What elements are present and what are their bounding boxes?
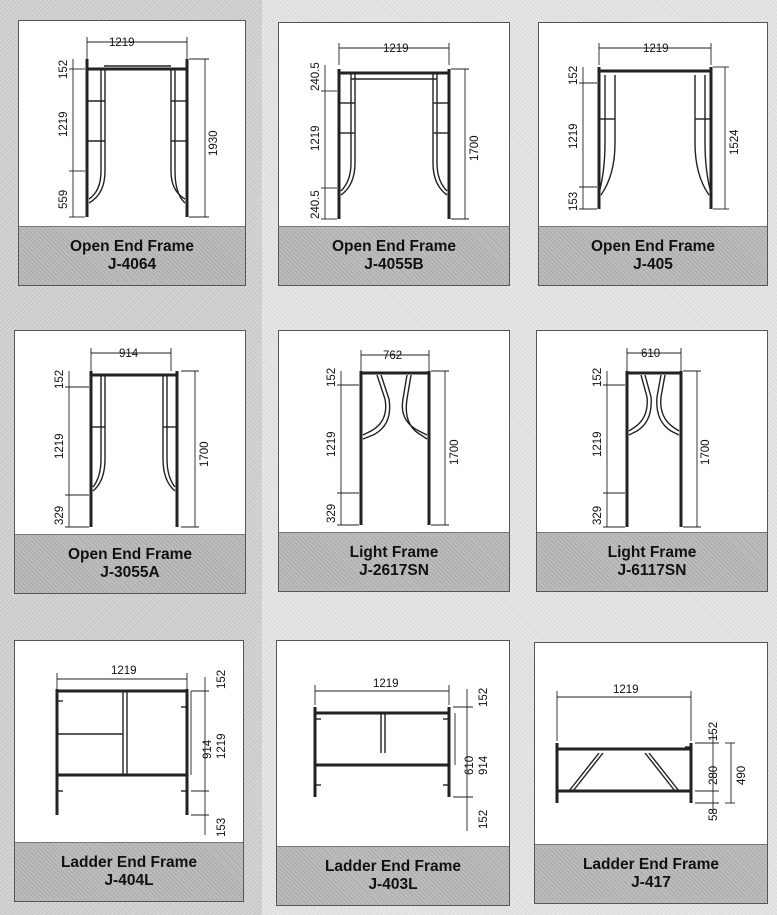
dim-width: 1219 xyxy=(383,43,409,55)
frame-name: Open End Frame xyxy=(69,238,195,255)
dim-bottom: 240.5 xyxy=(310,190,322,219)
frame-card-j-4064: 1219 152 1219 559 1930 Open End Frame J-… xyxy=(18,20,246,286)
dim-top: 152 xyxy=(568,66,580,85)
dim-bottom: 559 xyxy=(58,190,70,209)
frame-card-j-4055b: 1219 240.5 1219 240.5 1700 Open End Fram… xyxy=(278,22,510,286)
frame-drawing: 1219 152 1219 153 1524 xyxy=(568,43,741,211)
frame-drawing: 762 152 1219 329 1700 xyxy=(326,350,461,526)
frame-card-j-2617sn: 762 152 1219 329 1700 Light Frame J-2617… xyxy=(278,330,510,592)
dim-height: 1700 xyxy=(469,135,481,161)
dim-width: 1219 xyxy=(643,43,669,55)
frame-caption: Open End Frame J-4064 xyxy=(19,226,245,285)
dim-top: 152 xyxy=(592,368,604,387)
frame-name: Light Frame xyxy=(349,544,439,561)
frame-name: Ladder End Frame xyxy=(582,856,720,873)
dim-bottom: 329 xyxy=(326,504,338,523)
dim-middle: 1219 xyxy=(326,431,338,457)
dim-top: 152 xyxy=(478,688,490,707)
dim-height: 914 xyxy=(478,755,490,775)
dim-bottom: 153 xyxy=(568,192,580,211)
dim-width: 610 xyxy=(641,348,660,360)
frame-caption: Open End Frame J-405 xyxy=(539,226,767,285)
frame-card-j-405: 1219 152 1219 153 1524 Open End Frame J-… xyxy=(538,22,768,286)
dim-height: 1930 xyxy=(208,130,220,156)
frame-name: Light Frame xyxy=(607,544,697,561)
frame-card-j-404l: 1219 152 914 1219 153 Ladder End Frame J… xyxy=(14,640,244,902)
frame-caption: Ladder End Frame J-404L xyxy=(15,842,243,901)
dim-width: 1219 xyxy=(613,684,639,696)
dim-top: 152 xyxy=(708,722,720,741)
frame-code: J-4064 xyxy=(107,256,157,273)
frame-caption: Open End Frame J-3055A xyxy=(15,534,245,593)
dim-top: 152 xyxy=(54,370,66,389)
dim-bottom: 329 xyxy=(592,506,604,525)
dim-bottom: 153 xyxy=(216,818,228,837)
dim-width: 1219 xyxy=(109,37,135,49)
dim-middle: 1219 xyxy=(568,123,580,149)
dim-top: 152 xyxy=(326,368,338,387)
frame-caption: Light Frame J-2617SN xyxy=(279,532,509,591)
frame-code: J-6117SN xyxy=(617,562,687,579)
dim-height: 1524 xyxy=(729,129,741,155)
frame-card-j-3055a: 914 152 1219 329 1700 Open End Frame J-3… xyxy=(14,330,246,594)
frame-drawing: 1219 152 610 914 152 xyxy=(313,678,490,831)
dim-middle: 1219 xyxy=(58,111,70,137)
dim-bottom: 58 xyxy=(708,808,720,821)
frame-drawing: 914 152 1219 329 1700 xyxy=(54,348,211,528)
dim-height: 1700 xyxy=(700,439,712,465)
dim-height: 1219 xyxy=(216,733,228,759)
dim-inner: 610 xyxy=(464,756,476,775)
dim-middle: 1219 xyxy=(592,431,604,457)
frame-card-j-6117sn: 610 152 1219 329 1700 Light Frame J-6117… xyxy=(536,330,768,592)
dim-top: 240.5 xyxy=(310,62,322,91)
dim-inner: 280 xyxy=(708,766,720,785)
frame-card-j-417: 1219 152 280 490 58 Ladder End Frame J-4… xyxy=(534,642,768,904)
dim-height: 1700 xyxy=(449,439,461,465)
frame-code: J-404L xyxy=(104,872,154,889)
frame-name: Open End Frame xyxy=(67,546,193,563)
frame-code: J-405 xyxy=(633,256,673,273)
frame-drawing: 610 152 1219 329 1700 xyxy=(592,348,712,528)
frame-code: J-403L xyxy=(368,876,418,893)
frame-code: J-2617SN xyxy=(359,562,429,579)
dim-top: 152 xyxy=(58,60,70,79)
frame-drawing: 1219 152 1219 559 1930 xyxy=(58,37,220,218)
dim-width: 762 xyxy=(383,350,402,362)
frame-name: Open End Frame xyxy=(331,238,457,255)
frame-caption: Light Frame J-6117SN xyxy=(537,532,767,591)
dim-inner: 914 xyxy=(202,739,214,759)
frame-code: J-4055B xyxy=(364,256,424,273)
frame-drawing: 1219 152 914 1219 153 xyxy=(55,665,228,837)
frame-caption: Ladder End Frame J-403L xyxy=(277,846,509,905)
frame-code: J-417 xyxy=(631,874,671,891)
dim-width: 1219 xyxy=(111,665,137,677)
dim-width: 1219 xyxy=(373,678,399,690)
dim-bottom: 329 xyxy=(54,506,66,525)
frame-name: Open End Frame xyxy=(590,238,716,255)
frame-caption: Open End Frame J-4055B xyxy=(279,226,509,285)
dim-top: 152 xyxy=(216,670,228,689)
frame-name: Ladder End Frame xyxy=(60,854,198,871)
dim-middle: 1219 xyxy=(310,125,322,151)
dim-height: 1700 xyxy=(199,441,211,467)
frame-name: Ladder End Frame xyxy=(324,858,462,875)
frame-drawing: 1219 152 280 490 58 xyxy=(555,684,748,821)
dim-bottom: 152 xyxy=(478,810,490,829)
frame-card-j-403l: 1219 152 610 914 152 Ladder End Frame J-… xyxy=(276,640,510,906)
dim-middle: 1219 xyxy=(54,433,66,459)
frame-drawing: 1219 240.5 1219 240.5 1700 xyxy=(310,43,481,220)
frame-code: J-3055A xyxy=(100,564,160,581)
dim-height: 490 xyxy=(736,766,748,785)
frame-caption: Ladder End Frame J-417 xyxy=(535,844,767,903)
dim-width: 914 xyxy=(119,348,139,360)
